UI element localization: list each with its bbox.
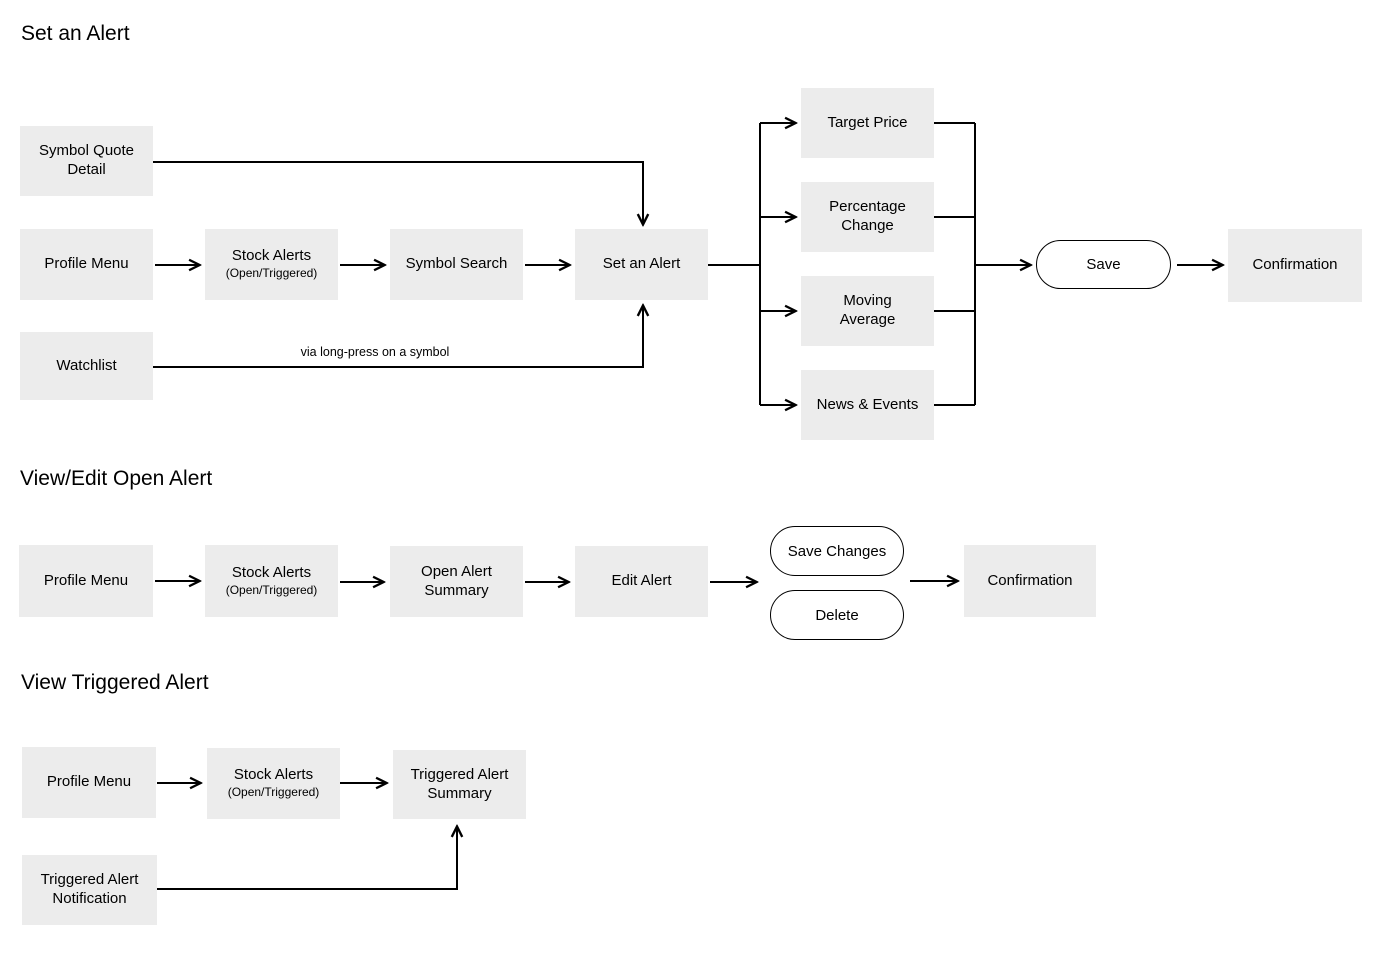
node-confirmation-2: Confirmation <box>964 545 1096 617</box>
node-profile-menu-3: Profile Menu <box>22 747 156 818</box>
pill-label: Save <box>1086 256 1121 273</box>
node-label: Detail <box>67 161 106 178</box>
node-symbol-quote-detail: Symbol Quote Detail <box>20 126 153 196</box>
pill-delete: Delete <box>770 590 904 640</box>
node-label: Symbol Search <box>405 255 508 273</box>
section-title-view-edit-open-alert: View/Edit Open Alert <box>20 467 213 490</box>
node-open-alert-summary: Open Alert Summary <box>390 546 523 617</box>
section-title-view-triggered-alert: View Triggered Alert <box>21 671 209 694</box>
node-label: Moving <box>843 292 892 310</box>
node-triggered-alert-notification: Triggered Alert Notification <box>22 855 157 925</box>
node-label: Triggered Alert <box>40 871 139 889</box>
node-edit-alert: Edit Alert <box>575 546 708 617</box>
node-label: Confirmation <box>1252 256 1338 274</box>
node-label: Summary <box>427 784 492 802</box>
node-news-events: News & Events <box>801 370 934 440</box>
node-label: Notification <box>52 890 127 907</box>
node-sublabel: (Open/Triggered) <box>227 785 320 800</box>
node-label: Stock Alerts <box>231 563 312 581</box>
node-profile-menu-2: Profile Menu <box>19 545 153 617</box>
node-stock-alerts-2: Stock Alerts (Open/Triggered) <box>205 545 338 617</box>
node-label: Summary <box>424 581 489 599</box>
connector-notification-to-triggered-summary <box>157 827 457 890</box>
node-percentage-change: Percentage Change <box>801 182 934 252</box>
node-label: Set an Alert <box>602 255 681 273</box>
node-moving-average: Moving Average <box>801 276 934 346</box>
node-stock-alerts-1: Stock Alerts (Open/Triggered) <box>205 229 338 300</box>
node-label: Watchlist <box>56 356 117 374</box>
pill-label: Delete <box>815 606 859 624</box>
section-title-set-alert: Set an Alert <box>21 22 130 45</box>
annotation-long-press: via long-press on a symbol <box>300 345 450 359</box>
node-confirmation-1: Confirmation <box>1228 229 1362 302</box>
pill-save: Save <box>1036 240 1171 289</box>
node-triggered-alert-summary: Triggered Alert Summary <box>393 750 526 819</box>
node-label: Symbol Quote <box>38 142 135 160</box>
node-label: Profile Menu <box>43 571 129 589</box>
node-label: Profile Menu <box>44 255 129 273</box>
node-label: Confirmation <box>987 571 1073 589</box>
node-label: Open Alert <box>421 562 492 580</box>
node-label: Average <box>839 311 896 328</box>
node-set-an-alert: Set an Alert <box>575 229 708 300</box>
node-stock-alerts-3: Stock Alerts (Open/Triggered) <box>207 748 340 819</box>
node-sublabel: (Open/Triggered) <box>225 266 318 281</box>
node-label: Stock Alerts <box>231 247 312 265</box>
node-label: Triggered Alert <box>410 765 509 783</box>
node-label: News & Events <box>816 395 919 413</box>
node-profile-menu-1: Profile Menu <box>20 229 153 300</box>
node-watchlist: Watchlist <box>20 332 153 400</box>
pill-label: Save Changes <box>787 542 887 560</box>
node-label: Profile Menu <box>46 773 132 791</box>
connector-symbol-quote-detail-to-set-alert <box>153 161 643 224</box>
node-label: Edit Alert <box>611 572 672 590</box>
node-label: Change <box>841 217 894 234</box>
node-label: Percentage <box>829 198 906 216</box>
node-label: Stock Alerts <box>233 766 314 784</box>
node-label: Target Price <box>827 113 908 131</box>
pill-save-changes: Save Changes <box>770 526 904 576</box>
node-sublabel: (Open/Triggered) <box>225 582 318 597</box>
node-symbol-search: Symbol Search <box>390 229 523 300</box>
node-target-price: Target Price <box>801 88 934 158</box>
